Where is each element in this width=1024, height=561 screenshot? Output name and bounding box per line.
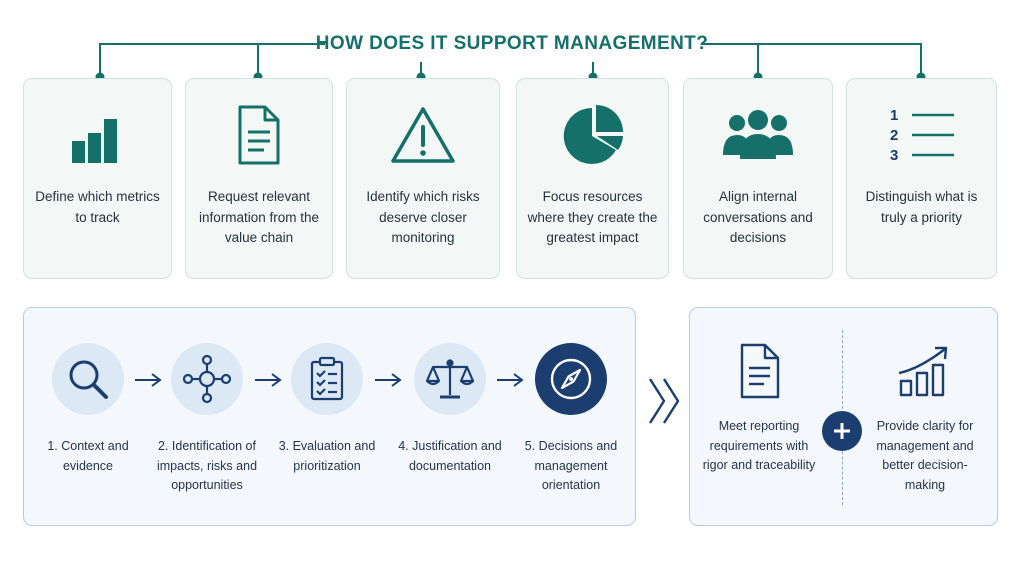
card-information-text: Request relevant information from the va…: [198, 189, 320, 245]
arrow-right-icon: [497, 373, 524, 387]
card-metrics-text: Define which metrics to track: [35, 189, 160, 225]
numbered-list-icon: 1 2 3: [890, 107, 954, 164]
step-5-circle: [535, 343, 607, 415]
arrow-right-icon: [375, 373, 402, 387]
pie-chart-icon: [563, 105, 623, 164]
step-5-label: 5. Decisions and management orientation: [524, 439, 618, 492]
card-conversations: Align internal conversations and decisio…: [683, 78, 833, 279]
warning-icon: [391, 107, 455, 163]
magnifier-icon: [69, 360, 108, 399]
page-title: HOW DOES IT SUPPORT MANAGEMENT?: [315, 33, 709, 54]
network-icon: [182, 354, 232, 404]
step-2-circle: [171, 343, 243, 415]
report-document-icon: [740, 343, 780, 399]
step-1-label: 1. Context and evidence: [47, 439, 129, 473]
result-1-label: Meet reporting requirements with rigor a…: [702, 419, 816, 472]
scale-icon: [426, 359, 474, 399]
bar-chart-icon: [71, 119, 117, 163]
result-1-icon-wrap: [730, 340, 790, 402]
card-metrics: Define which metrics to track: [23, 78, 172, 279]
list-number-3: 3: [890, 147, 898, 164]
card-risks-text: Identify which risks deserve closer moni…: [366, 189, 480, 245]
step-2-label: 2. Identification of impacts, risks and …: [156, 439, 258, 492]
card-information: Request relevant information from the va…: [185, 78, 333, 279]
growth-chart-icon: [898, 346, 948, 397]
card-resources: Focus resources where they create the gr…: [516, 78, 669, 279]
result-2-label: Provide clarity for management and bette…: [876, 419, 974, 492]
list-number-1: 1: [890, 107, 898, 124]
list-number-2: 2: [890, 127, 898, 144]
card-conversations-text: Align internal conversations and decisio…: [703, 189, 813, 245]
compass-icon: [550, 358, 592, 400]
arrow-right-icon: [255, 373, 282, 387]
double-chevron-icon: [648, 378, 680, 424]
card-priority-text: Distinguish what is truly a priority: [865, 189, 978, 225]
people-icon: [723, 110, 793, 159]
arrow-right-icon: [135, 373, 162, 387]
step-4-label: 4. Justification and documentation: [398, 439, 502, 473]
step-1-circle: [52, 343, 124, 415]
step-3-circle: [291, 343, 363, 415]
card-priority: 1 2 3 Distinguish what is truly a priori…: [846, 78, 997, 279]
checklist-icon: [310, 356, 344, 401]
step-4-circle: [414, 343, 486, 415]
step-3-label: 3. Evaluation and prioritization: [278, 439, 376, 473]
result-2-icon-wrap: [893, 340, 953, 402]
plus-icon: [822, 411, 862, 451]
card-risks: Identify which risks deserve closer moni…: [346, 78, 500, 279]
document-icon: [238, 105, 280, 165]
card-resources-text: Focus resources where they create the gr…: [527, 189, 658, 245]
